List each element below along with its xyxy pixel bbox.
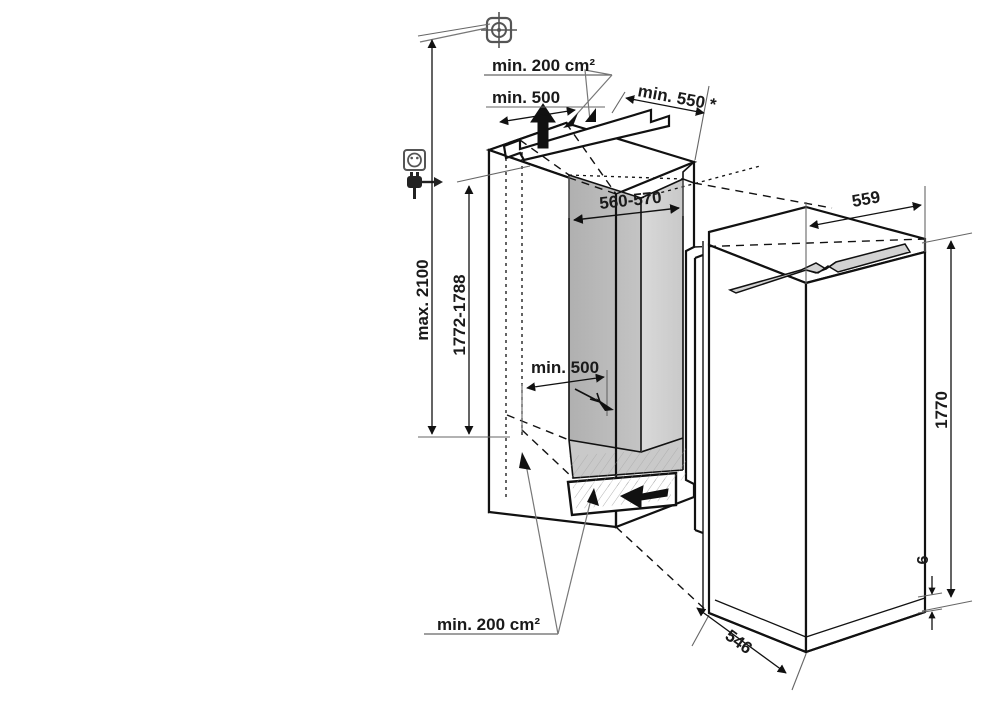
ext-line-min550-left [611, 91, 626, 114]
dim-line-min550 [625, 95, 705, 116]
leader-arrow-bottom-vent-a [519, 452, 531, 470]
leader-arrow-top-vent-a [585, 108, 596, 122]
dimension-559: 559 [805, 186, 926, 284]
ext-line-6-bottom [917, 608, 943, 614]
dimension-6: 6 [915, 555, 943, 630]
dim-label-min-200-cm2-bottom: min. 200 cm² [437, 615, 540, 634]
dim-line-546 [696, 607, 787, 674]
dim-label-min-500-top: min. 500 [492, 88, 560, 107]
leader-line-bottom-vent-a [524, 458, 559, 635]
dimension-1770: 1770 [921, 232, 973, 612]
dimension-1772-1788: 1772-1788 [450, 165, 531, 438]
ext-line-6-top [917, 592, 943, 598]
dim-line-559 [809, 202, 922, 229]
dim-label-min-500-bottom: min. 500 [531, 358, 599, 377]
niche-bottom-vent-backplate [569, 447, 686, 490]
dim-label-1772-1788: 1772-1788 [450, 274, 469, 355]
leader-line-top-vent-a [584, 69, 613, 122]
niche-right-outer-edge [684, 162, 696, 497]
ext-line-546-right [791, 653, 807, 691]
leader-arrow-bottom-vent-b [587, 488, 599, 506]
dim-line-min500-bottom [526, 373, 605, 392]
niche-interior-right-wall [641, 179, 683, 452]
dim-line-560-570 [573, 204, 680, 224]
callout-min-200-cm2-top: min. 200 cm² [484, 56, 613, 128]
dim-label-1770: 1770 [932, 391, 951, 429]
ext-line-1770-top [921, 232, 973, 244]
appliance-front-face [707, 243, 808, 654]
dim-label-559: 559 [850, 187, 881, 211]
ext-line-min550-right [694, 85, 710, 161]
dimension-min-500-top: min. 500 [486, 88, 605, 126]
dim-label-min-200-cm2-top: min. 200 cm² [492, 56, 595, 75]
dimension-max-2100: max. 2100 [413, 23, 500, 438]
ext-line-max2100-top [417, 23, 491, 37]
dim-line-min500top [499, 106, 576, 126]
dim-label-6: 6 [915, 555, 932, 564]
dim-label-max-2100: max. 2100 [413, 259, 432, 340]
ext-line-1772-top [456, 165, 531, 183]
callout-min-200-cm2-bottom: min. 200 cm² [424, 452, 599, 635]
arrow-head-min500-bottom [596, 398, 614, 411]
appliance-side-face [804, 250, 927, 654]
leader-arrow-top-vent-b [563, 113, 578, 128]
dimension-min-500-bottom: min. 500 [521, 358, 614, 432]
handle-notch-detail [805, 261, 837, 274]
appliance-body [693, 205, 927, 654]
airflow-arrow-in-icon [619, 485, 669, 509]
power-socket-icon [403, 149, 426, 171]
ext-line-1770-bottom [921, 600, 973, 612]
leader-line-bottom-vent-b [557, 494, 593, 635]
hidden-construction-lines [488, 122, 926, 614]
